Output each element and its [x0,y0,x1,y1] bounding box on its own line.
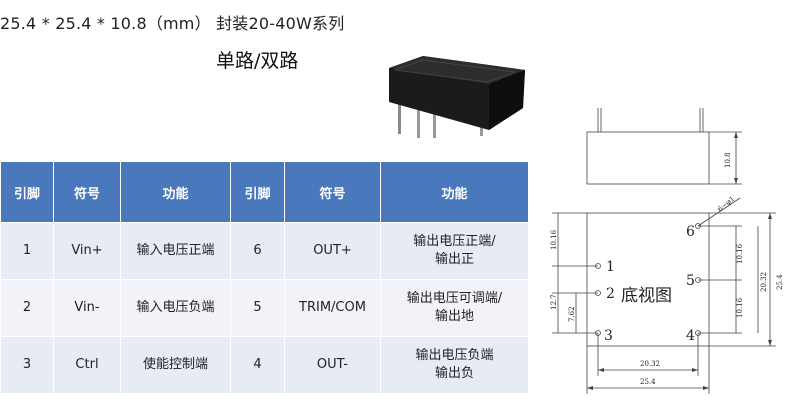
col-header-pin: 引脚 [0,162,54,223]
arrow-head [768,340,772,346]
pin-hole [695,277,701,283]
pin-hole [595,263,601,269]
dim-side: 25.4 [776,274,784,290]
bottom-view-body [586,212,710,347]
pin-function-line: 输出电压正端/ [413,234,496,249]
pin-table: 引脚 符号 功能 引脚 符号 功能 1 Vin+ 输入电压正端 6 OUT+ 输… [0,162,529,394]
arrow-head [734,178,738,184]
pin-label-3: 3 [604,328,613,344]
product-pin [398,104,401,134]
pin-hole [595,330,601,336]
pin-number: 3 [0,336,54,394]
dim-bottom-total: 25.4 [640,378,656,386]
dim-pin-span: 20.32 [760,272,768,292]
pin-function-line: 输出电压可调端/ [406,291,503,306]
product-top-edge [394,59,516,83]
side-view-body [586,131,710,185]
pin-function: 使能控制端 [120,336,231,394]
table-row: 3 Ctrl 使能控制端 4 OUT- 输出电压负端 输出负 [0,336,529,394]
pin-number: 4 [230,336,285,394]
pin-hole [595,290,601,296]
pin-function: 输入电压负端 [120,279,231,337]
pin-number: 6 [230,222,285,280]
table-header-row: 引脚 符号 功能 引脚 符号 功能 [0,162,529,223]
col-header-pin: 引脚 [230,162,285,223]
pin-function-line: 输出电压负端 [415,348,494,363]
pin-function-line: 输出负 [434,366,474,381]
bottom-view-label: 底视图 [621,286,672,306]
pin-label-2: 2 [606,286,615,302]
pin-symbol: Ctrl [53,336,121,394]
dim-left-top: 10.16 [550,229,558,250]
pin-hole [695,223,701,229]
pin-function: 输入电压正端 [120,222,231,280]
arrow-head [692,368,698,372]
pin-symbol: OUT- [284,336,381,394]
pin-function-line: 输出地 [434,309,474,324]
pin-label-4: 4 [686,328,695,344]
product-pin [417,110,420,138]
pin-function: 输出电压可调端/ 输出地 [380,279,529,337]
mechanical-drawing: 底视图 1 2 3 4 5 6 10.8 6~φ1 25.4 20.32 10.… [550,108,784,394]
pin-hole [695,330,701,336]
col-header-symbol: 符号 [53,162,121,223]
page-title: 25.4 * 25.4 * 10.8（mm） 封装20-40W系列 [0,14,345,33]
dim-left-low: 7.62 [568,306,576,322]
pin-number: 2 [0,279,54,337]
pin-symbol: Vin- [53,279,121,337]
arrow-head [768,213,772,219]
pin-function-line: 输出正 [434,252,474,267]
pin-label-5: 5 [686,273,695,289]
pin-number: 5 [230,279,285,337]
product-top [389,56,525,84]
dim-bottom-span: 20.32 [640,360,660,368]
table-row: 2 Vin- 输入电压负端 5 TRIM/COM 输出电压可调端/ 输出地 [0,279,529,337]
dim-pin-diameter: 6~φ1 [716,195,736,214]
arrow-head [598,368,604,372]
arrow-head [703,386,709,390]
pin-function: 输出电压正端/ 输出正 [380,222,529,280]
pin-label-6: 6 [686,224,695,240]
pin-symbol: OUT+ [284,222,381,280]
product-image [389,56,525,138]
channel-type-label: 单路/双路 [216,50,299,72]
pin-symbol: Vin+ [53,222,121,280]
product-pin [433,112,436,138]
pin-symbol: TRIM/COM [284,279,381,337]
col-header-symbol: 符号 [284,162,381,223]
dim-right-lower: 10.16 [736,297,744,318]
dim-height: 10.8 [724,152,732,168]
pin-function: 输出电压负端 输出负 [380,336,529,394]
arrow-head [587,386,593,390]
dim-left-mid: 12.7 [550,294,558,310]
pin-number: 1 [0,222,54,280]
col-header-function: 功能 [380,162,529,223]
table-row: 1 Vin+ 输入电压正端 6 OUT+ 输出电压正端/ 输出正 [0,222,529,280]
dim-right-upper: 10.16 [736,243,744,264]
col-header-function: 功能 [120,162,231,223]
pin-label-1: 1 [606,259,615,275]
leader-line [697,197,741,227]
arrow-head [734,132,738,138]
product-side [489,70,525,130]
